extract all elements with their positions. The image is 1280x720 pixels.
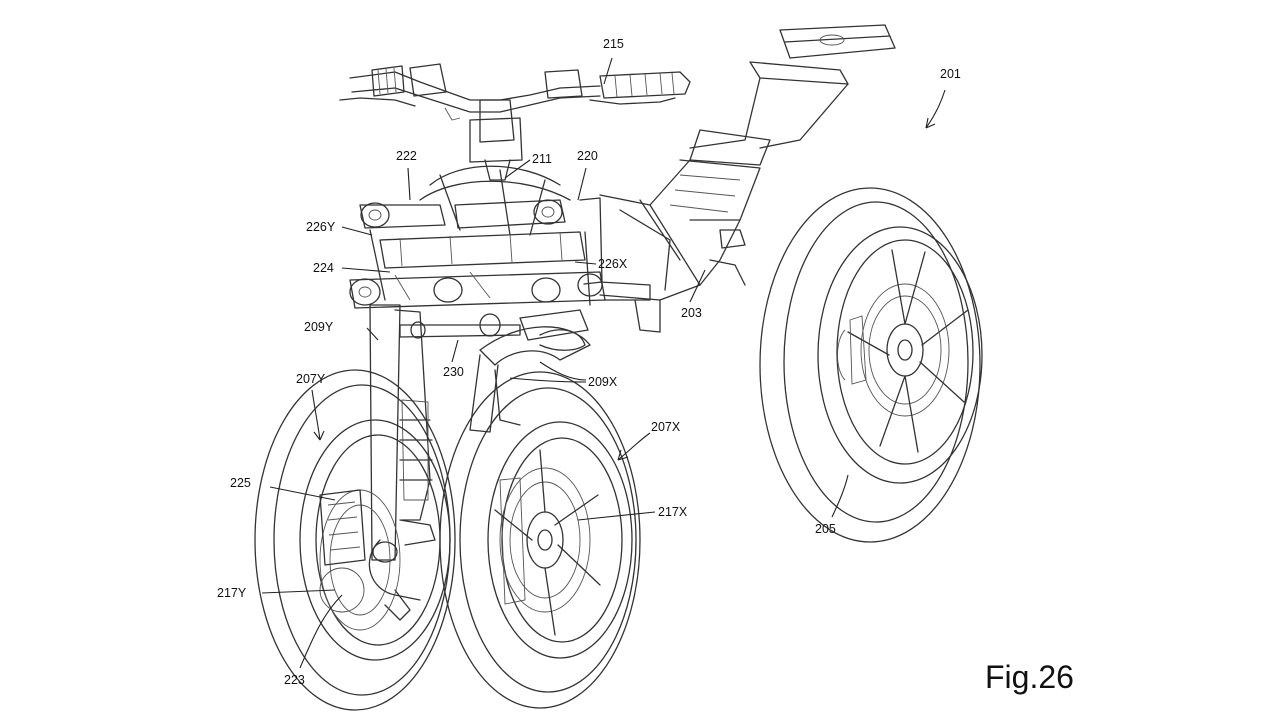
label-223: 223 bbox=[284, 673, 305, 687]
label-211: 211 bbox=[532, 152, 552, 166]
label-220: 220 bbox=[577, 149, 598, 163]
rear-frame bbox=[599, 24, 896, 333]
label-209X: 209X bbox=[588, 375, 618, 389]
label-205: 205 bbox=[815, 522, 836, 536]
label-203: 203 bbox=[681, 306, 702, 320]
label-215: 215 bbox=[603, 37, 624, 51]
label-226X: 226X bbox=[598, 257, 628, 271]
label-224: 224 bbox=[313, 261, 334, 275]
label-207X: 207X bbox=[651, 420, 681, 434]
left-fork bbox=[368, 304, 436, 621]
steering-tie-rod bbox=[399, 313, 521, 339]
leader-lines bbox=[261, 57, 946, 669]
handlebar bbox=[339, 63, 691, 181]
lower-linkage bbox=[349, 271, 651, 309]
right-front-wheel bbox=[439, 371, 641, 709]
label-222: 222 bbox=[396, 149, 417, 163]
label-225: 225 bbox=[230, 476, 251, 490]
label-217X: 217X bbox=[658, 505, 688, 519]
left-front-wheel bbox=[254, 369, 456, 711]
tilting-linkage bbox=[359, 165, 603, 306]
label-230: 230 bbox=[443, 365, 464, 379]
right-fork bbox=[469, 309, 591, 433]
label-207Y: 207Y bbox=[296, 372, 326, 386]
label-209Y: 209Y bbox=[304, 320, 334, 334]
label-201: 201 bbox=[940, 67, 961, 81]
label-217Y: 217Y bbox=[217, 586, 247, 600]
rear-wheel bbox=[759, 187, 983, 543]
label-226Y: 226Y bbox=[306, 220, 336, 234]
reference-labels: 201 215 222 211 220 226Y 224 226X 203 20… bbox=[217, 37, 961, 687]
figure-label: Fig.26 bbox=[985, 659, 1074, 695]
